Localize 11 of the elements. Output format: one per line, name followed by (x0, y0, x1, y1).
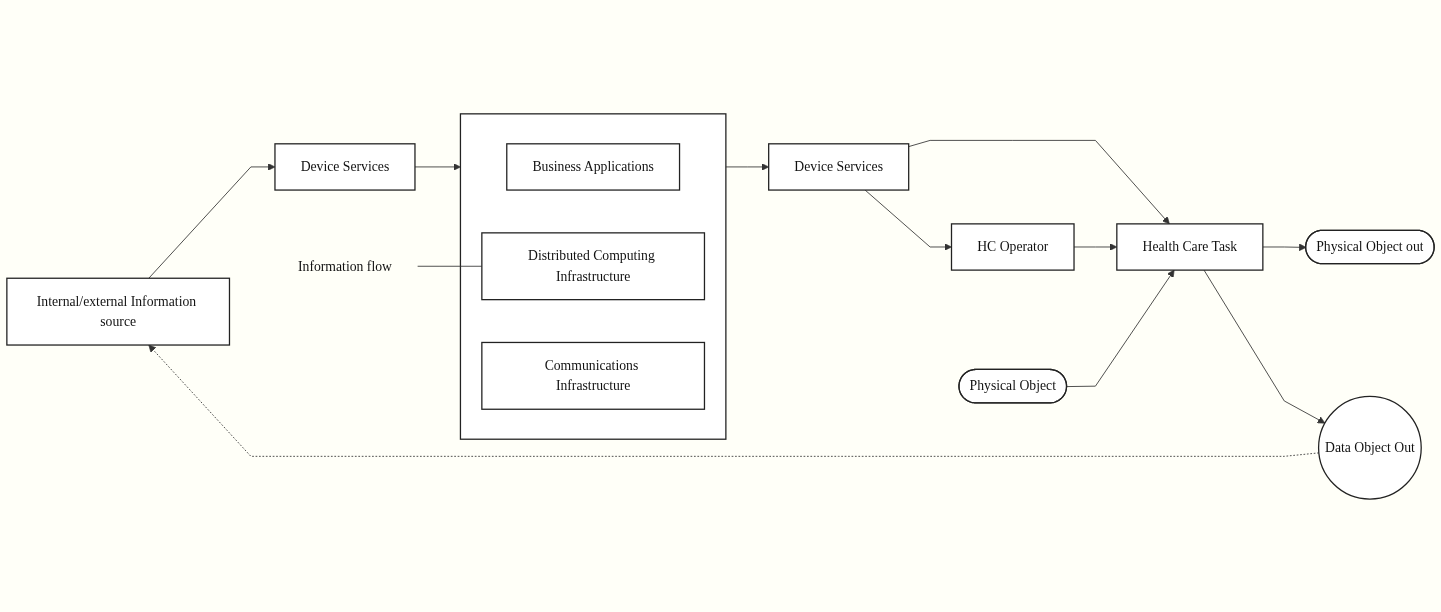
node-circle: Data Object Out (1317, 395, 1422, 500)
node-box: HC Operator (950, 222, 1075, 271)
node-box: Health Care Task (1116, 222, 1264, 271)
node-box: Device Services (274, 142, 416, 191)
node-box: Device Services (768, 142, 910, 191)
node-box: Internal/external Information source (6, 277, 231, 346)
node-box: Business Applications (506, 142, 681, 191)
node-box: Communications Infrastructure (481, 341, 706, 410)
cluster (459, 112, 727, 440)
node-box: Distributed Computing Infrastructure (481, 231, 706, 300)
node-text: Information flow (297, 258, 392, 273)
